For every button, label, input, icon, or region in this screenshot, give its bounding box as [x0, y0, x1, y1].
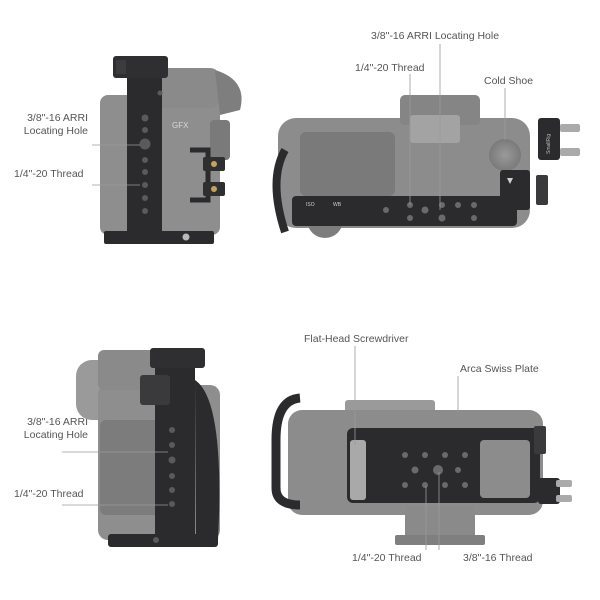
- br-battery-door: [480, 440, 530, 498]
- tr-screw-1: [560, 124, 580, 132]
- tl-grip-back: [210, 120, 230, 160]
- br-screw-2: [556, 495, 572, 502]
- tl-rail-holes: [139, 90, 163, 214]
- tl-arri-line2: Locating Hole: [23, 125, 88, 137]
- tr-cage-top-plate: [292, 196, 517, 226]
- tr-dial: [489, 139, 521, 171]
- bl-grip-cage: [195, 380, 220, 540]
- br-thread14-label: 1/4"-20 Thread: [352, 552, 422, 564]
- tl-bottom-screw: [182, 233, 190, 241]
- bl-arri-label: 3/8"-16 ARRI Locating Hole: [8, 416, 88, 442]
- tr-side-lever: [536, 175, 548, 205]
- br-cage-left: [271, 393, 301, 510]
- br-base-holes: [402, 452, 468, 488]
- tr-arrow-mark: [507, 178, 513, 184]
- tl-thread-label: 1/4"-20 Thread: [14, 168, 84, 180]
- tr-screw-2: [560, 148, 580, 156]
- view-bottom-left: [62, 348, 220, 547]
- tl-cage-side-rail: [127, 72, 162, 242]
- tr-iso-engraving: ISO: [306, 202, 315, 208]
- bl-top-clamp: [150, 348, 205, 368]
- bl-arri-line2: Locating Hole: [23, 429, 88, 441]
- bl-coldshoe-mount: [140, 375, 170, 405]
- view-top-right: ISO WB SmallRig: [272, 44, 580, 238]
- tl-bottom-plate: [104, 231, 214, 244]
- tr-plate-holes: [383, 202, 477, 222]
- tl-top-clamp: [113, 56, 168, 78]
- tl-clamp-screw-1: [211, 161, 217, 167]
- view-bottom-right: [271, 346, 572, 550]
- tr-cage-left-arc: [272, 148, 289, 234]
- tl-gfx-engraving: GFX: [172, 121, 189, 130]
- tr-cage-corner: [500, 170, 530, 210]
- tl-eyecup: [215, 70, 242, 115]
- tr-thread-label: 1/4"-20 Thread: [355, 62, 425, 74]
- br-screwdriver: [350, 440, 366, 500]
- br-arca-label: Arca Swiss Plate: [460, 363, 539, 375]
- br-screw-1: [556, 480, 572, 487]
- bl-thread-label: 1/4"-20 Thread: [14, 488, 84, 500]
- br-side-clamp: [538, 478, 560, 504]
- bl-bottom-plate: [108, 534, 218, 547]
- tl-clamp-screw-2: [211, 186, 217, 192]
- bl-lcd: [100, 420, 162, 515]
- br-lens-ring: [395, 535, 485, 545]
- bl-cage-rail: [155, 360, 195, 545]
- br-thread38-label: 3/8"-16 Thread: [463, 552, 533, 564]
- tr-coldshoe-label: Cold Shoe: [484, 75, 534, 87]
- tr-top-lcd: [300, 132, 395, 196]
- br-screwdriver-label: Flat-Head Screwdriver: [304, 333, 409, 345]
- tr-coldshoe-block: [538, 118, 560, 160]
- tr-arri-label: 3/8"-16 ARRI Locating Hole: [371, 30, 500, 42]
- bl-arri-line1: 3/8"-16 ARRI: [27, 416, 88, 428]
- tl-arri-label: 3/8"-16 ARRI Locating Hole: [8, 112, 88, 138]
- tr-hotshoe-top: [410, 115, 460, 143]
- tr-wb-engraving: WB: [333, 202, 342, 208]
- tr-smallrig-engraving: SmallRig: [546, 134, 552, 154]
- tl-clamp-knob: [116, 60, 126, 74]
- tl-side-bracket: [190, 147, 211, 203]
- br-lever: [534, 426, 546, 454]
- tl-arri-line1: 3/8"-16 ARRI: [27, 112, 88, 124]
- bl-rail-holes: [153, 427, 176, 543]
- view-top-left: GFX: [92, 56, 242, 244]
